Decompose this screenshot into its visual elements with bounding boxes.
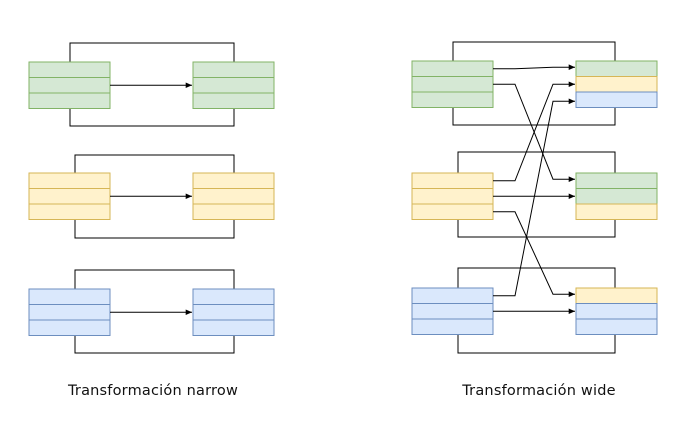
narrow-bracket-top [69, 42, 235, 62]
wide-input-blue-cell-2 [411, 303, 494, 320]
wide-output-blue [575, 287, 658, 335]
wide-bracket-top [457, 151, 616, 173]
wide-input-blue-cell-3 [411, 318, 494, 335]
narrow-output-yellow-cell-2 [192, 188, 275, 205]
wide-input-yellow-cell-2 [411, 188, 494, 205]
narrow-output-green-cell-3 [192, 92, 275, 109]
wide-output-blue-cell-3 [575, 318, 658, 335]
narrow-input-green-cell-1 [28, 61, 111, 78]
wide-output-blue-cell-1 [575, 287, 658, 304]
wide-output-blue-cell-2 [575, 303, 658, 320]
wide-output-green-cell-1 [575, 60, 658, 77]
narrow-row-green [28, 42, 275, 127]
wide-bracket-top [457, 267, 616, 288]
narrow-output-green-cell-1 [192, 61, 275, 78]
wide-input-green-cell-1 [411, 60, 494, 77]
narrow-input-blue [28, 288, 111, 336]
wide-output-yellow-cell-1 [575, 172, 658, 189]
narrow-input-green-cell-2 [28, 77, 111, 94]
wide-bracket-top [452, 41, 616, 61]
wide-output-green-cell-2 [575, 76, 658, 93]
narrow-output-yellow-cell-3 [192, 203, 275, 220]
wide-input-blue-cell-1 [411, 287, 494, 304]
narrow-bracket-bottom [74, 219, 235, 239]
narrow-bracket-bottom [74, 335, 235, 354]
wide-output-yellow-cell-2 [575, 188, 658, 205]
narrow-input-blue-cell-1 [28, 288, 111, 305]
wide-output-green [575, 60, 658, 108]
narrow-input-yellow [28, 172, 111, 220]
narrow-bracket-top [74, 154, 235, 173]
narrow-input-yellow-cell-2 [28, 188, 111, 205]
narrow-output-blue-cell-3 [192, 319, 275, 336]
wide-input-yellow-cell-1 [411, 172, 494, 189]
narrow-output-blue-cell-1 [192, 288, 275, 305]
caption-narrow: Transformación narrow [67, 383, 239, 399]
wide-transformation-diagram [411, 41, 658, 354]
narrow-bracket-top [74, 269, 235, 289]
narrow-input-green [28, 61, 111, 109]
narrow-output-green-cell-2 [192, 77, 275, 94]
wide-input-green [411, 60, 494, 108]
wide-input-yellow-cell-3 [411, 203, 494, 220]
wide-output-green-cell-3 [575, 91, 658, 108]
wide-bracket-bottom [457, 334, 616, 354]
narrow-output-blue [192, 288, 275, 336]
narrow-input-blue-cell-2 [28, 304, 111, 321]
wide-row-2 [411, 151, 658, 238]
narrow-output-green [192, 61, 275, 109]
wide-input-blue [411, 287, 494, 335]
wide-edge-green-1-to-green-1 [493, 64, 575, 70]
narrow-transformation-diagram [28, 42, 275, 354]
wide-output-yellow-cell-3 [575, 203, 658, 220]
wide-edge-blue-1-to-green-3 [493, 98, 575, 297]
narrow-row-yellow [28, 154, 275, 239]
narrow-input-blue-cell-3 [28, 319, 111, 336]
narrow-input-yellow-cell-3 [28, 203, 111, 220]
wide-input-yellow [411, 172, 494, 220]
wide-row-3 [411, 267, 658, 354]
wide-input-green-cell-2 [411, 76, 494, 93]
wide-row-1 [411, 41, 658, 126]
wide-edge-yellow-1-to-green-2 [493, 81, 575, 182]
narrow-output-yellow [192, 172, 275, 220]
wide-bracket-bottom [457, 219, 616, 238]
caption-wide: Transformación wide [462, 383, 616, 399]
narrow-row-blue [28, 269, 275, 354]
narrow-input-green-cell-3 [28, 92, 111, 109]
narrow-output-yellow-cell-1 [192, 172, 275, 189]
narrow-output-blue-cell-2 [192, 304, 275, 321]
narrow-input-yellow-cell-1 [28, 172, 111, 189]
wide-bracket-bottom [452, 107, 616, 126]
wide-edge-yellow-3-to-blue-1 [493, 211, 575, 297]
narrow-bracket-bottom [69, 108, 235, 127]
wide-input-green-cell-3 [411, 91, 494, 108]
wide-output-yellow [575, 172, 658, 220]
